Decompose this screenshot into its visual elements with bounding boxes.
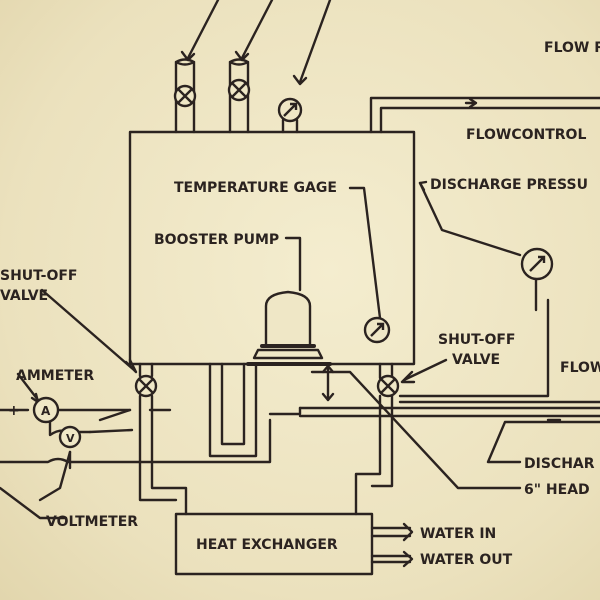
voltmeter-dial [58, 425, 82, 449]
head-leader [310, 364, 522, 490]
right-valve-leader [400, 358, 448, 384]
label-water-in: WATER IN [420, 526, 496, 542]
label-flow-top: FLOW R [544, 40, 600, 56]
label-voltmeter: VOLTMETER [46, 514, 138, 530]
discharge-pressure-line [418, 180, 538, 312]
valves [134, 78, 400, 398]
temperature-gage-dial [363, 316, 391, 344]
label-discharge-bottom: DISCHAR [524, 456, 595, 472]
ammeter-symbol: A [41, 404, 51, 418]
top-nozzles [174, 58, 299, 134]
label-flow-right: FLOW [560, 360, 600, 376]
label-plus: + [8, 403, 20, 419]
left-pipework [138, 362, 394, 516]
label-shutoff-left-line1: SHUT-OFF [0, 268, 78, 284]
discharge-pressure-gage [520, 247, 554, 281]
label-heat-exchanger: HEAT EXCHANGER [196, 537, 338, 553]
label-booster-pump: BOOSTER PUMP [154, 232, 279, 248]
label-shutoff-right-line1: SHUT-OFF [438, 332, 516, 348]
right-pipework [268, 298, 600, 418]
left-valve-leader [40, 288, 138, 374]
label-6in-head: 6" HEAD [524, 482, 590, 498]
top-valve-1 [173, 84, 197, 108]
label-discharge-pressure: DISCHARGE PRESSU [430, 177, 588, 193]
label-minus: - [8, 454, 14, 470]
top-leader-lines [180, 0, 332, 86]
label-water-out: WATER OUT [420, 552, 513, 568]
discharge-bottom-line [486, 418, 600, 464]
left-shutoff-valve [134, 374, 158, 398]
label-shutoff-right-line2: VALVE [452, 352, 500, 368]
temp-gage-leader [348, 186, 382, 320]
water-lines [370, 522, 414, 568]
label-shutoff-left-line2: VALVE [0, 288, 48, 304]
ammeter-dial [32, 396, 60, 424]
booster-pump [246, 290, 332, 366]
gages [32, 97, 554, 449]
label-temperature-gage: TEMPERATURE GAGE [174, 180, 337, 196]
pump-leader [284, 236, 302, 292]
top-pressure-gage [277, 97, 303, 123]
voltmeter-symbol: V [66, 432, 75, 445]
label-flow-control: FLOWCONTROL [466, 127, 586, 143]
top-valve-2 [227, 78, 251, 102]
label-ammeter: AMMETER [16, 368, 94, 384]
heat-exchanger-box [174, 512, 374, 576]
electrical-wiring [0, 372, 272, 520]
right-shutoff-valve [376, 374, 400, 398]
flow-return-line [369, 96, 600, 134]
